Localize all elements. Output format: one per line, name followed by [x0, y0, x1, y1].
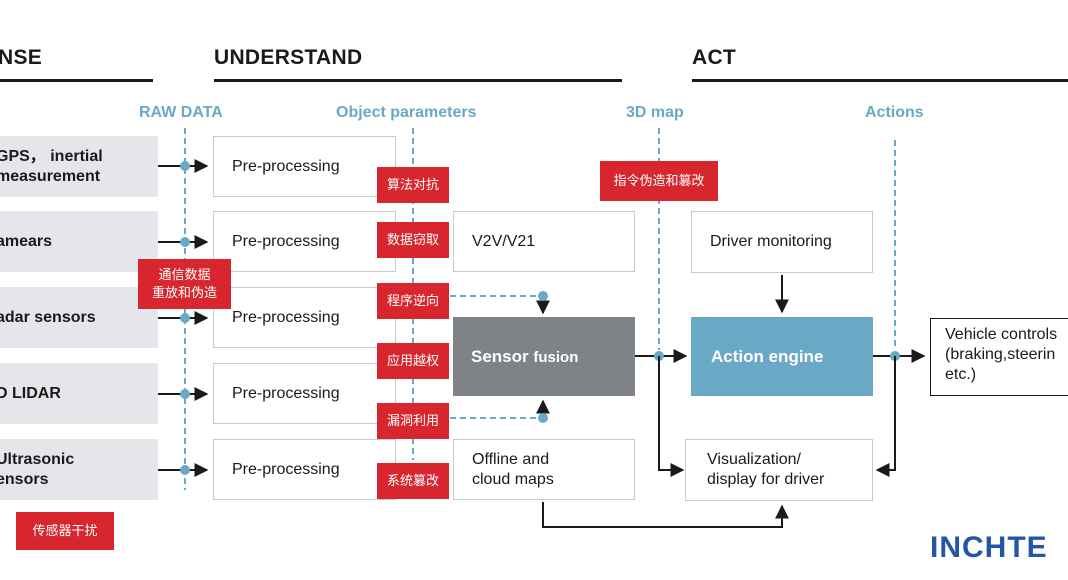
- driver-monitoring-box: Driver monitoring: [691, 211, 873, 273]
- offline-maps-box: Offline and cloud maps: [453, 439, 635, 500]
- preprocessing-box-2: Pre-processing: [213, 211, 396, 272]
- attack-tamper-tag: 系统篡改: [377, 463, 449, 499]
- sensor-ultrasonic-line1: Ultrasonic: [0, 450, 75, 468]
- actions-label: Actions: [865, 104, 924, 121]
- inchte-logo: INCHTE: [930, 531, 1048, 564]
- attack-sensor-jam-tag: 传感器干扰: [16, 512, 114, 550]
- offline-maps-line1: Offline and: [472, 450, 550, 468]
- sensor-gps: GPS， inertial measurement: [0, 136, 158, 197]
- understand-rule: [214, 79, 622, 82]
- act-title: ACT: [692, 46, 737, 69]
- attack-replay-line2: 重放和伪造: [151, 285, 217, 300]
- sensor-radar: adar sensors: [0, 287, 158, 348]
- act-rule: [692, 79, 1068, 82]
- preprocessing-box-4: Pre-processing: [213, 363, 396, 424]
- attack-command-tag: 指令伪造和篡改: [600, 161, 718, 201]
- sensor-fusion-word1: Sensor: [471, 346, 534, 366]
- sensor-fusion-word2: fusion: [533, 348, 579, 366]
- sense-rule: [0, 79, 153, 82]
- sensor-gps-line2: measurement: [0, 167, 101, 185]
- vehicle-controls-box: Vehicle controls (braking,steerin etc.): [930, 318, 1068, 396]
- preprocessing-label: Pre-processing: [232, 308, 340, 326]
- sense-title: NSE: [0, 46, 43, 69]
- preprocessing-label: Pre-processing: [232, 157, 340, 175]
- preprocessing-box-3: Pre-processing: [213, 287, 396, 348]
- preprocessing-label: Pre-processing: [232, 460, 340, 478]
- sensor-radar-label: adar sensors: [0, 308, 96, 326]
- understand-title: UNDERSTAND: [214, 46, 363, 69]
- sensor-ultrasonic-line2: ensors: [0, 470, 49, 488]
- attack-exploit-tag: 漏洞利用: [377, 403, 449, 439]
- visualization-box: Visualization/display for driver: [685, 439, 873, 501]
- offline-maps-line2: cloud maps: [472, 470, 554, 488]
- 3d-map-label: 3D map: [626, 104, 684, 121]
- sensor-ultrasonic: Ultrasonic ensors: [0, 439, 158, 500]
- attack-reverse-tag: 程序逆向: [377, 283, 449, 319]
- preprocessing-box-1: Pre-processing: [213, 136, 396, 197]
- v2v-box: V2V/V21: [453, 211, 635, 272]
- attack-algorithm-tag: 算法对抗: [377, 167, 449, 203]
- attack-privilege-tag: 应用越权: [377, 343, 449, 379]
- vehicle-controls-line1: Vehicle controls: [945, 326, 1058, 343]
- v2v-label: V2V/V21: [472, 232, 536, 250]
- attack-replay-line1: 通信数据: [158, 267, 211, 282]
- driver-monitoring-label: Driver monitoring: [710, 233, 832, 250]
- action-engine-label: Action engine: [711, 346, 824, 366]
- preprocessing-box-5: Pre-processing: [213, 439, 396, 500]
- attack-replay-tag: 通信数据 重放和伪造: [138, 259, 231, 309]
- vehicle-controls-line3: etc.): [945, 366, 977, 383]
- action-engine-box: Action engine: [691, 317, 873, 396]
- sensor-lidar-label: D LIDAR: [0, 384, 61, 402]
- raw-data-label: RAW DATA: [139, 104, 223, 121]
- visualization-line1: Visualization/: [707, 451, 801, 468]
- sensor-cameras-label: amears: [0, 232, 53, 250]
- sensor-lidar: D LIDAR: [0, 363, 158, 424]
- sensor-fusion-label: Sensor fusion: [471, 347, 578, 367]
- preprocessing-label: Pre-processing: [232, 232, 340, 250]
- vehicle-controls-line2: (braking,steerin: [945, 346, 1056, 363]
- attack-data-theft-tag: 数据窃取: [377, 222, 449, 258]
- preprocessing-label: Pre-processing: [232, 384, 340, 402]
- visualization-line2: display for driver: [707, 471, 825, 488]
- sensor-fusion-box: Sensor fusion: [453, 317, 635, 396]
- sensor-gps-line1: GPS， inertial: [0, 147, 103, 165]
- object-parameters-label: Object parameters: [336, 104, 477, 121]
- sensor-cameras: amears: [0, 211, 158, 272]
